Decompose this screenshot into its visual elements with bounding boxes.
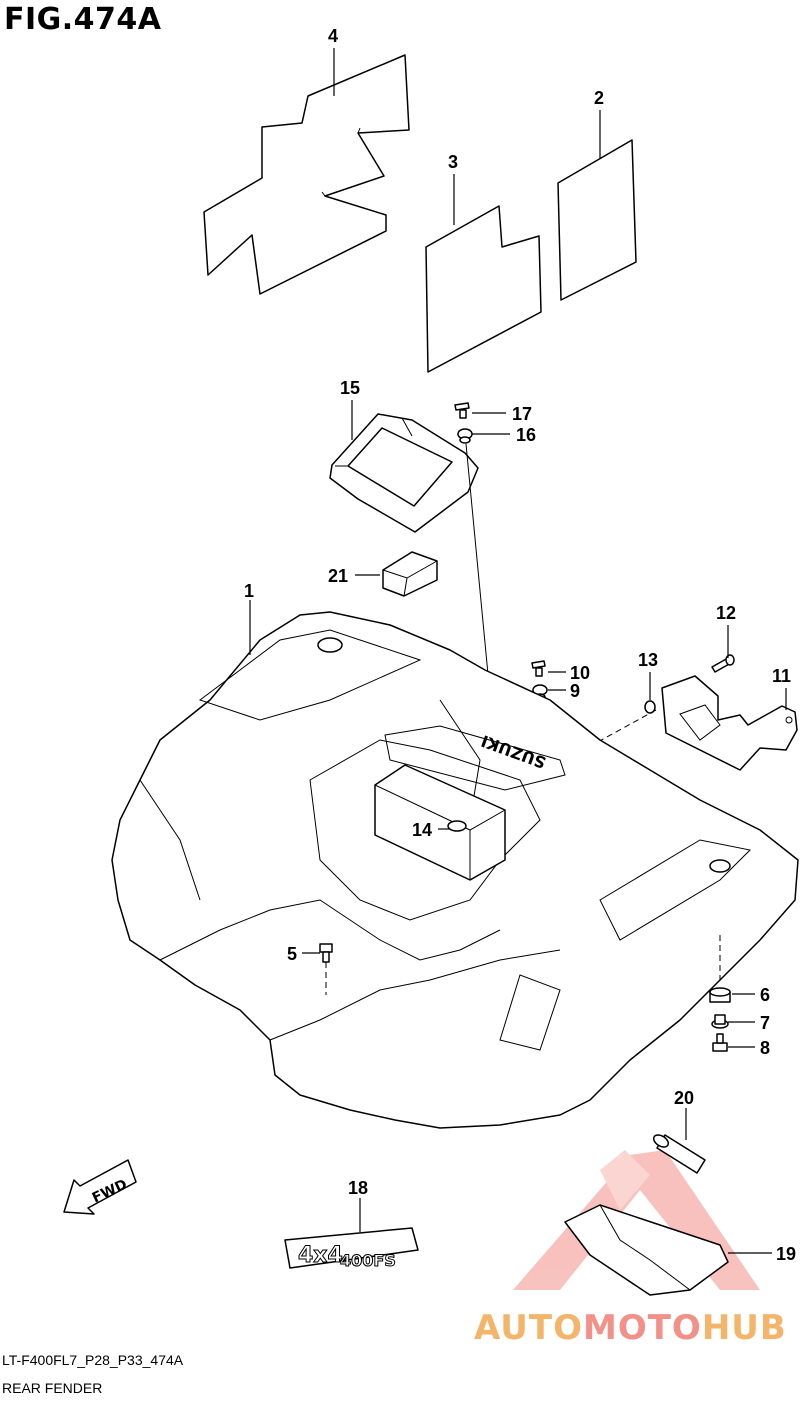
fastener-16 — [457, 428, 473, 444]
part-19-cover — [564, 1204, 729, 1296]
figure-name: REAR FENDER — [2, 1380, 103, 1396]
part-20-tube — [652, 1134, 706, 1174]
callout-14: 14 — [412, 820, 432, 840]
part-4-decal — [203, 54, 410, 295]
watermark-part-moto: MOTO — [582, 1308, 702, 1348]
washer-13 — [644, 700, 656, 714]
decal-400fs-text: 400FS — [340, 1251, 396, 1270]
watermark-part-hub: HUB — [701, 1308, 787, 1348]
callout-5: 5 — [287, 944, 297, 964]
watermark-brand: AUTOMOTOHUB — [474, 1308, 787, 1348]
part-18-decal: 4x4 400FS — [284, 1227, 419, 1271]
fastener-17 — [454, 402, 470, 419]
callout-4: 4 — [328, 26, 338, 46]
callout-13: 13 — [638, 650, 658, 670]
callout-18: 18 — [348, 1178, 368, 1198]
fastener-10 — [531, 660, 546, 677]
callout-21: 21 — [328, 566, 348, 586]
bolt-8 — [712, 1033, 728, 1052]
callout-6: 6 — [760, 985, 770, 1005]
fwd-arrow: FWD — [63, 1159, 137, 1215]
part-3-decal — [425, 205, 542, 373]
part-15-tray — [329, 413, 479, 533]
part-21-block — [382, 551, 438, 597]
part-11-bracket — [661, 675, 798, 771]
callout-17: 17 — [512, 404, 532, 424]
part-2-decal — [557, 139, 637, 301]
watermark-part-auto: AUTO — [474, 1308, 583, 1348]
decal-4x4-text: 4x4 — [298, 1243, 343, 1268]
callout-19: 19 — [776, 1244, 796, 1264]
fastener-12 — [711, 654, 735, 673]
callout-12: 12 — [716, 603, 736, 623]
callout-3: 3 — [448, 152, 458, 172]
callout-20: 20 — [674, 1088, 694, 1108]
callout-1: 1 — [244, 581, 254, 601]
part-14-box — [374, 764, 506, 881]
callout-2: 2 — [594, 88, 604, 108]
collar-7 — [711, 1014, 729, 1029]
callout-10: 10 — [570, 663, 590, 683]
callout-15: 15 — [340, 378, 360, 398]
callout-8: 8 — [760, 1038, 770, 1058]
callout-numbers: 4 2 3 15 17 16 21 1 10 9 12 13 11 14 5 6… — [244, 26, 796, 1264]
leader-lines — [249, 48, 787, 1254]
grommet-6 — [709, 987, 731, 1003]
figure-code: LT-F400FL7_P28_P33_474A — [2, 1352, 184, 1368]
figure-title: FIG.474A — [4, 2, 162, 37]
callout-7: 7 — [760, 1013, 770, 1033]
callout-11: 11 — [772, 666, 791, 686]
callout-9: 9 — [570, 681, 580, 701]
callout-16: 16 — [516, 425, 536, 445]
